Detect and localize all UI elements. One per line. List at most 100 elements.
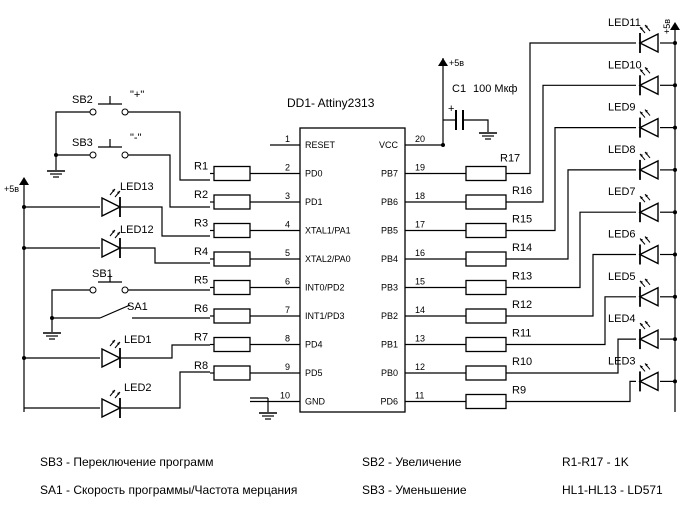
- led13-icon: [101, 188, 121, 218]
- led-label: LED10: [608, 59, 642, 71]
- led-label: LED9: [608, 102, 636, 114]
- led13-label: LED13: [120, 181, 154, 193]
- led-led7-icon: [639, 193, 659, 224]
- sb1-label: SB1: [92, 268, 113, 280]
- ic-pin-name: PD1: [305, 197, 323, 207]
- resistor-label: R12: [512, 299, 532, 311]
- ic-pin-name: INT1/PD3: [305, 311, 345, 321]
- resistor-r10: [465, 365, 507, 381]
- resistor-r3: [213, 222, 251, 239]
- sb3-label: SB3: [72, 137, 93, 149]
- ic-pin-name: PB7: [381, 169, 398, 179]
- led1-label: LED1: [124, 334, 152, 346]
- resistor-label: R15: [512, 214, 532, 226]
- ic-title: DD1- Attiny2313: [287, 96, 375, 110]
- led-label: LED5: [608, 271, 636, 283]
- ic-pin-name: XTAL1/PA1: [305, 226, 351, 236]
- resistor-r15: [465, 222, 507, 239]
- ic-pin-number: 8: [285, 334, 290, 344]
- ic-pin-name: PD4: [305, 340, 323, 350]
- led-label: LED11: [608, 17, 641, 29]
- ic-pin-number: 1: [285, 134, 290, 144]
- capacitor-label: C1: [452, 83, 466, 95]
- led-led8-icon: [639, 150, 659, 181]
- led-label: LED4: [608, 313, 636, 325]
- ic-pin-name: PB1: [381, 340, 398, 350]
- led-label: LED6: [608, 229, 636, 241]
- led-label: LED7: [608, 186, 636, 198]
- vcc-right-label: +5в: [662, 19, 672, 34]
- ic-pin-number: 5: [285, 248, 290, 258]
- ic-pin-name: PD6: [380, 397, 398, 407]
- ic-pin-number: 11: [415, 391, 424, 401]
- resistor-r17: [465, 165, 507, 182]
- led-led11-icon: [639, 24, 659, 54]
- resistor-r6: [213, 308, 251, 324]
- resistor-r2: [213, 194, 251, 210]
- sb2-label: SB2: [72, 94, 93, 106]
- sb3-sign: "-": [130, 132, 142, 144]
- led-label: LED3: [608, 355, 636, 367]
- led-led5-icon: [639, 277, 659, 308]
- led-led4-icon: [639, 320, 659, 351]
- ic-pin-number: 15: [415, 277, 425, 287]
- ic-pin-number: 9: [285, 362, 290, 372]
- vcc-top-label: +5в: [449, 58, 464, 68]
- ic-pin-number: 20: [415, 134, 425, 144]
- ic-pin-name: PB0: [381, 368, 398, 378]
- ic-pin-name: PB2: [381, 311, 398, 321]
- ic-pin-number: 12: [415, 362, 425, 372]
- legend-resistors: R1-R17 - 1K: [562, 455, 629, 469]
- legend-sb2: SB2 - Увеличение: [362, 455, 462, 469]
- ic-pin-number: 7: [285, 305, 290, 315]
- ic-pin-number: 2: [285, 163, 290, 173]
- ic-pin-name: INT0/PD2: [305, 283, 345, 293]
- ic-pin-name: PB6: [381, 197, 398, 207]
- ic-pin-number: 16: [415, 248, 425, 258]
- ic-pin-name: XTAL2/PA0: [305, 254, 351, 264]
- led12-label: LED12: [120, 224, 154, 236]
- ic-pin-number: 17: [415, 220, 425, 230]
- ic-pin-name: PD0: [305, 169, 323, 179]
- schematic-diagram: DD1- Attiny2313 1RESET2PD03PD14XTAL1/PA1…: [4, 17, 680, 420]
- resistor-label: R11: [512, 328, 531, 340]
- ic-pin-number: 18: [415, 191, 425, 201]
- resistor-label: R17: [500, 153, 520, 165]
- led-led3-icon: [639, 362, 659, 393]
- led-led10-icon: [639, 66, 659, 97]
- resistor-r16: [465, 194, 507, 210]
- led2-icon: [101, 389, 121, 419]
- resistor-r1: [213, 165, 251, 182]
- ic-pin-name: PB5: [381, 226, 398, 236]
- led-label: LED8: [608, 144, 636, 156]
- resistor-label: R4: [194, 246, 208, 258]
- ic-pin-name: PB3: [381, 283, 398, 293]
- legend-sb3: SB3 - Переключение программ: [40, 455, 214, 469]
- resistor-label: R5: [194, 275, 208, 287]
- resistor-r14: [465, 251, 507, 267]
- ic-pin-name: GND: [305, 397, 326, 407]
- sa1-label: SA1: [127, 301, 148, 313]
- resistor-label: R6: [194, 303, 208, 315]
- ic-pin-name: PB4: [381, 254, 398, 264]
- ic-pin-number: 6: [285, 277, 290, 287]
- vcc-left-label: +5в: [4, 184, 19, 194]
- ic-pin-name: RESET: [305, 140, 336, 150]
- resistor-label: R13: [512, 271, 532, 283]
- resistor-label: R9: [512, 385, 526, 397]
- resistor-r8: [213, 365, 251, 381]
- ic-pin-name: VCC: [379, 140, 399, 150]
- led-led9-icon: [639, 108, 659, 139]
- resistor-r11: [465, 336, 507, 353]
- resistor-label: R7: [194, 332, 208, 344]
- resistor-r12: [465, 308, 507, 324]
- resistor-r5: [213, 279, 251, 296]
- capacitor-plus: +: [448, 103, 454, 115]
- resistor-label: R16: [512, 185, 532, 197]
- resistor-label: R10: [512, 356, 532, 368]
- ic-pin-name: PD5: [305, 368, 323, 378]
- resistor-r13: [465, 279, 507, 296]
- ic-pin-number: 19: [415, 163, 425, 173]
- ic-body: [299, 127, 406, 413]
- sb2-sign: "+": [130, 89, 144, 101]
